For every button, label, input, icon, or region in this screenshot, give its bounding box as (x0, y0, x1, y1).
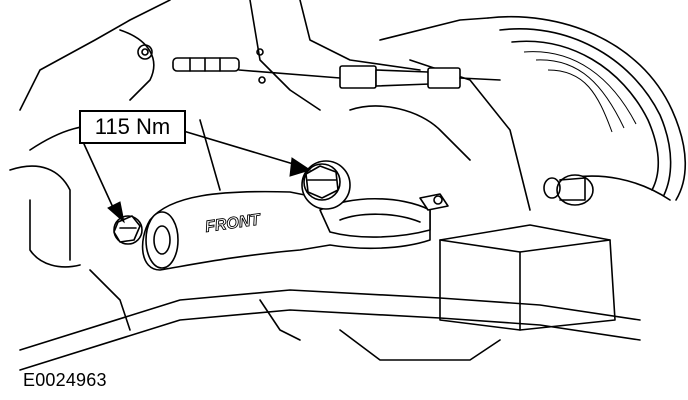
ball-joint-stud (419, 193, 449, 211)
center-bolt (301, 160, 351, 210)
rod-pin (172, 57, 501, 89)
torque-label: 115 Nm (94, 114, 171, 139)
left-bolt (113, 215, 143, 245)
figure-id: E0024963 (23, 370, 107, 390)
right-bolt (543, 174, 594, 206)
leader-lines (83, 129, 312, 224)
wheel-assembly (487, 15, 687, 201)
control-arm (141, 190, 431, 271)
lower-rail (19, 269, 641, 371)
torque-callout: 115 Nm (79, 110, 186, 144)
lower-block (439, 224, 616, 331)
